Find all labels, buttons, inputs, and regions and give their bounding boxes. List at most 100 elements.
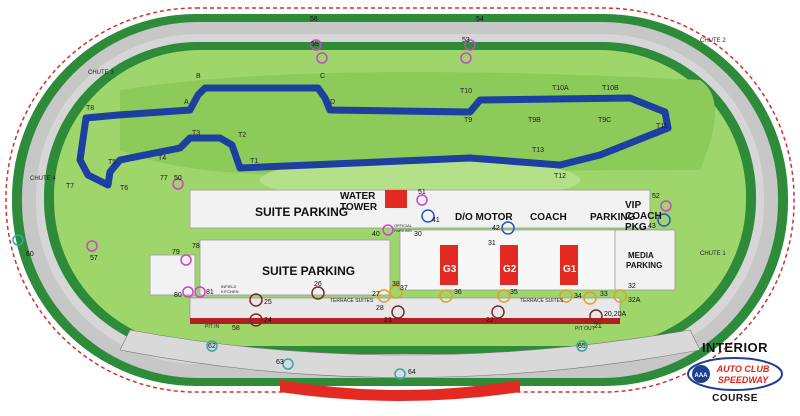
gate-32-label: 32 xyxy=(628,283,636,290)
gate-51[interactable] xyxy=(416,194,428,206)
gate-30-label: 30 xyxy=(414,231,422,238)
water-tower-label-1: WATER xyxy=(340,191,376,202)
gate-60[interactable] xyxy=(12,234,24,246)
course-logo: INTERIOR AAA AUTO CLUB SPEEDWAY COURSE xyxy=(680,340,790,412)
garage-g2[interactable] xyxy=(500,245,518,285)
gate-43[interactable] xyxy=(657,213,671,227)
gate-56[interactable] xyxy=(310,39,322,51)
turn-t13: T13 xyxy=(532,147,544,154)
gate-43-label: 43 xyxy=(648,223,656,230)
gate-52[interactable] xyxy=(660,200,672,212)
turn-t8: T8 xyxy=(86,105,94,112)
turn-t9c: T9C xyxy=(598,117,611,124)
gate-20-label: 20,20A xyxy=(604,311,627,318)
road-course-loop xyxy=(468,95,631,114)
suite-parking-bottom-lot[interactable] xyxy=(199,239,391,296)
gate-35[interactable] xyxy=(497,289,511,303)
aaa-text: AAA xyxy=(695,373,709,379)
gate-51-label: 51 xyxy=(418,189,426,196)
gate-21[interactable] xyxy=(589,309,603,323)
gate-40[interactable] xyxy=(382,224,394,236)
garage-g1[interactable] xyxy=(560,245,578,285)
media-parking-lot[interactable] xyxy=(614,229,676,291)
gate-64[interactable] xyxy=(394,368,406,380)
gate-52-label: 52 xyxy=(652,193,660,200)
auto-club-speedway-logo: AAA AUTO CLUB SPEEDWAY xyxy=(687,357,783,391)
terrace-suites-label-1: TERRACE SUITES xyxy=(330,298,374,304)
gate-58-label: 58 xyxy=(232,325,240,332)
parking-label: PARKING xyxy=(590,212,636,223)
chute-1-label: CHUTE 1 xyxy=(700,251,726,257)
gate-65[interactable] xyxy=(576,340,588,352)
gate-42[interactable] xyxy=(501,221,515,235)
turn-t9b: T9B xyxy=(528,117,541,124)
suite-parking-top-lot[interactable] xyxy=(189,189,651,229)
aaa-badge xyxy=(692,365,710,383)
gate-31-label: 31 xyxy=(488,240,496,247)
gate-57[interactable] xyxy=(86,240,98,252)
gate-64-label: 64 xyxy=(408,369,416,376)
gate-34-label: 34 xyxy=(574,293,582,300)
turn-a: A xyxy=(184,99,189,106)
gate-23-label: 23 xyxy=(384,317,392,324)
garage-g3[interactable] xyxy=(440,245,458,285)
gate-65-label: 65 xyxy=(578,343,586,350)
water-tower-label-2: TOWER xyxy=(340,202,378,213)
turn-c: C xyxy=(320,73,325,80)
gate-81[interactable] xyxy=(194,286,206,298)
course-title: COURSE xyxy=(712,393,758,404)
turn-t9: T9 xyxy=(464,117,472,124)
gate-21-label: 21 xyxy=(594,323,602,330)
gate-22[interactable] xyxy=(491,305,505,319)
pit-boxes xyxy=(190,318,620,324)
gate-markers xyxy=(12,39,672,380)
grandstand[interactable] xyxy=(119,329,701,378)
turn-t5: T5 xyxy=(108,159,116,166)
gate-34[interactable] xyxy=(559,289,573,303)
gate-36-label: 36 xyxy=(454,289,462,296)
gate-54[interactable] xyxy=(464,39,476,51)
gate-54-label: 54 xyxy=(476,16,484,23)
coach-label: COACH xyxy=(530,212,567,223)
gate-55[interactable] xyxy=(316,52,328,64)
gate-53[interactable] xyxy=(460,52,472,64)
garage-g2-label: G2 xyxy=(503,264,517,275)
gate-25[interactable] xyxy=(249,293,263,307)
gate-42-label: 42 xyxy=(492,225,500,232)
gate-63[interactable] xyxy=(282,358,294,370)
infield-kitchen-label-2: KITCHEN xyxy=(221,289,239,294)
gate-50[interactable] xyxy=(172,178,184,190)
gate-33[interactable] xyxy=(583,291,597,305)
gate-63-label: 63 xyxy=(276,359,284,366)
gate-62[interactable] xyxy=(206,340,218,352)
vip-label-1: VIP xyxy=(625,200,641,211)
gate-24-label: 24 xyxy=(264,317,272,324)
gate-36[interactable] xyxy=(439,289,453,303)
vip-label-3: PKG xyxy=(625,222,647,233)
chute-3-label: CHUTE 3 xyxy=(88,70,114,76)
gate-23[interactable] xyxy=(391,305,405,319)
gate-79-label: 79 xyxy=(172,249,180,256)
vip-label-2: COACH xyxy=(625,211,662,222)
gate-32[interactable] xyxy=(613,289,627,303)
gate-26[interactable] xyxy=(311,286,325,300)
gate-79[interactable] xyxy=(180,254,192,266)
gate-27[interactable] xyxy=(377,289,391,303)
chute-4-label: CHUTE 4 xyxy=(30,176,56,182)
interior-title: INTERIOR xyxy=(701,340,769,355)
gate-24[interactable] xyxy=(249,313,263,327)
gate-41[interactable] xyxy=(421,209,435,223)
turn-t6: T6 xyxy=(120,185,128,192)
turn-t12: T12 xyxy=(554,173,566,180)
gate-28-label: 28 xyxy=(376,305,384,312)
turn-t2: T2 xyxy=(238,132,246,139)
infield-care-center xyxy=(149,254,196,296)
turn-t7: T7 xyxy=(66,183,74,190)
speedway-logo-graphic: AAA AUTO CLUB SPEEDWAY xyxy=(687,357,783,391)
gate-56-label: 56 xyxy=(310,16,318,23)
gate-37[interactable] xyxy=(389,285,403,299)
gate-80[interactable] xyxy=(182,286,194,298)
turn-t10a: T10A xyxy=(552,85,569,92)
gate-62-label: 62 xyxy=(208,343,216,350)
